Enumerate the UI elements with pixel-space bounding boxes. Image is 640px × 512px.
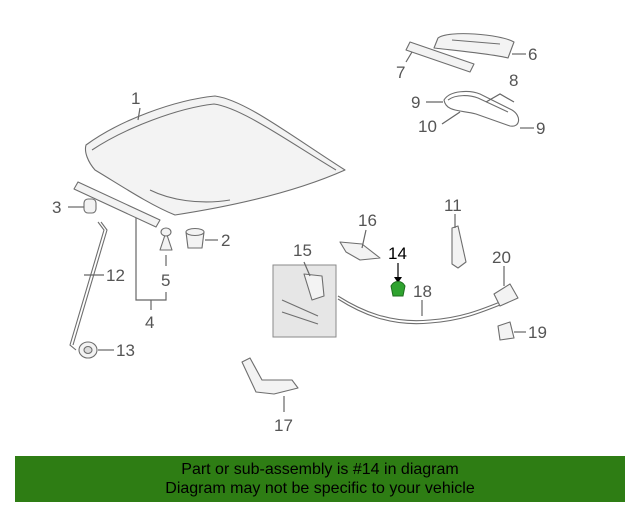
part-13-grommet[interactable] [78, 341, 98, 359]
callout-9a[interactable]: 9 [411, 93, 420, 112]
callout-2[interactable]: 2 [221, 231, 230, 250]
part-5-clip[interactable] [159, 227, 173, 251]
callout-15[interactable]: 15 [293, 241, 312, 260]
callout-14[interactable]: 14 [388, 244, 407, 263]
part-15-spring-box[interactable] [272, 264, 337, 338]
callout-11[interactable]: 11 [444, 196, 462, 215]
callout-20[interactable]: 20 [492, 248, 511, 267]
part-2-cushion[interactable] [185, 227, 205, 249]
callout-19[interactable]: 19 [528, 323, 547, 342]
banner-line-2: Diagram may not be specific to your vehi… [165, 480, 475, 497]
part-17-support[interactable] [241, 357, 299, 395]
callout-18[interactable]: 18 [413, 282, 432, 301]
part-18-release-cable[interactable] [337, 295, 501, 325]
leader-16 [361, 229, 367, 249]
callout-1[interactable]: 1 [131, 89, 140, 108]
leader-1 [137, 107, 141, 121]
callout-3[interactable]: 3 [52, 198, 61, 217]
banner-line-1: Part or sub-assembly is #14 in diagram [181, 461, 459, 478]
arrow-14-icon [394, 277, 402, 283]
callout-6[interactable]: 6 [528, 45, 537, 64]
leader-7 [405, 51, 413, 63]
part-14-clip[interactable] [390, 281, 406, 297]
leader-8 [485, 93, 515, 103]
callout-5[interactable]: 5 [161, 271, 170, 290]
part-1-hood[interactable] [84, 95, 346, 216]
callout-12[interactable]: 12 [106, 266, 125, 285]
part-11-lever[interactable] [451, 225, 467, 269]
callout-9b[interactable]: 9 [536, 119, 545, 138]
parts-diagram: 1 3 12 13 5 2 4 6 [52, 33, 547, 435]
callout-13[interactable]: 13 [116, 341, 135, 360]
callout-16[interactable]: 16 [358, 211, 377, 230]
part-20-release-handle[interactable] [493, 283, 519, 307]
part-16-latch[interactable] [339, 241, 381, 261]
callout-17[interactable]: 17 [274, 416, 293, 435]
part-7-seal-strip[interactable] [405, 41, 475, 73]
callout-7[interactable]: 7 [396, 63, 405, 82]
leader-10 [441, 111, 461, 125]
part-12-support-rod[interactable] [69, 221, 108, 351]
part-19-bracket[interactable] [497, 321, 515, 341]
callout-10[interactable]: 10 [418, 117, 437, 136]
part-10-seal-loop[interactable] [443, 90, 520, 127]
callout-4[interactable]: 4 [145, 313, 154, 332]
part-hood-seal[interactable] [73, 181, 161, 228]
callout-8[interactable]: 8 [509, 71, 518, 90]
leader-15 [303, 261, 311, 277]
part-3-bumper[interactable] [83, 198, 97, 214]
part-6-seal-cover[interactable] [433, 33, 515, 59]
info-banner: Part or sub-assembly is #14 in diagram D… [15, 456, 625, 502]
